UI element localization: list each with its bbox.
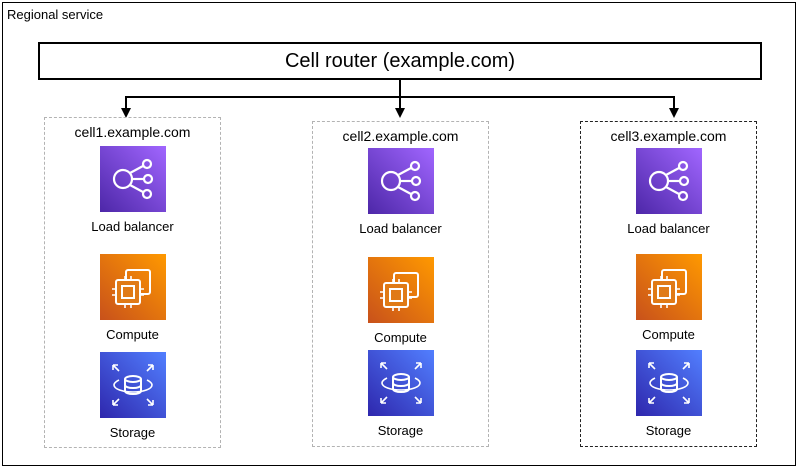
service-compute: Compute [45, 254, 220, 343]
service-load-balancer: Load balancer [581, 148, 756, 237]
service-compute: Compute [581, 254, 756, 343]
service-storage: Storage [45, 352, 220, 441]
service-label: Storage [645, 423, 692, 438]
cell-3: cell3.example.com Load balancer Comp [580, 121, 757, 447]
service-label: Storage [109, 425, 156, 440]
region-label: Regional service [7, 7, 104, 22]
service-label: Storage [377, 423, 424, 438]
service-label: Load balancer [627, 221, 710, 236]
service-label: Load balancer [359, 221, 442, 236]
service-compute: Compute [313, 257, 488, 346]
cell-2: cell2.example.com Load balancer Comp [312, 121, 489, 447]
service-label: Compute [642, 327, 695, 342]
cell-title: cell3.example.com [610, 128, 727, 144]
storage-icon [635, 350, 702, 416]
load-balancer-icon [635, 148, 702, 214]
service-label: Compute [106, 327, 159, 342]
service-label: Load balancer [91, 219, 174, 234]
service-label: Compute [374, 330, 427, 345]
compute-icon [635, 254, 702, 320]
cell-1: cell1.example.com Load balancer Comp [44, 117, 221, 448]
cell-router: Cell router (example.com) [38, 42, 762, 80]
load-balancer-icon [367, 148, 434, 214]
cell-title: cell2.example.com [342, 128, 459, 144]
service-load-balancer: Load balancer [45, 146, 220, 235]
storage-icon [99, 352, 166, 418]
compute-icon [367, 257, 434, 323]
service-storage: Storage [581, 350, 756, 439]
service-storage: Storage [313, 350, 488, 439]
cell-title: cell1.example.com [74, 124, 191, 140]
regional-service-boundary [2, 2, 796, 466]
compute-icon [99, 254, 166, 320]
service-load-balancer: Load balancer [313, 148, 488, 237]
load-balancer-icon [99, 146, 166, 212]
storage-icon [367, 350, 434, 416]
cell-router-label: Cell router (example.com) [284, 49, 516, 72]
